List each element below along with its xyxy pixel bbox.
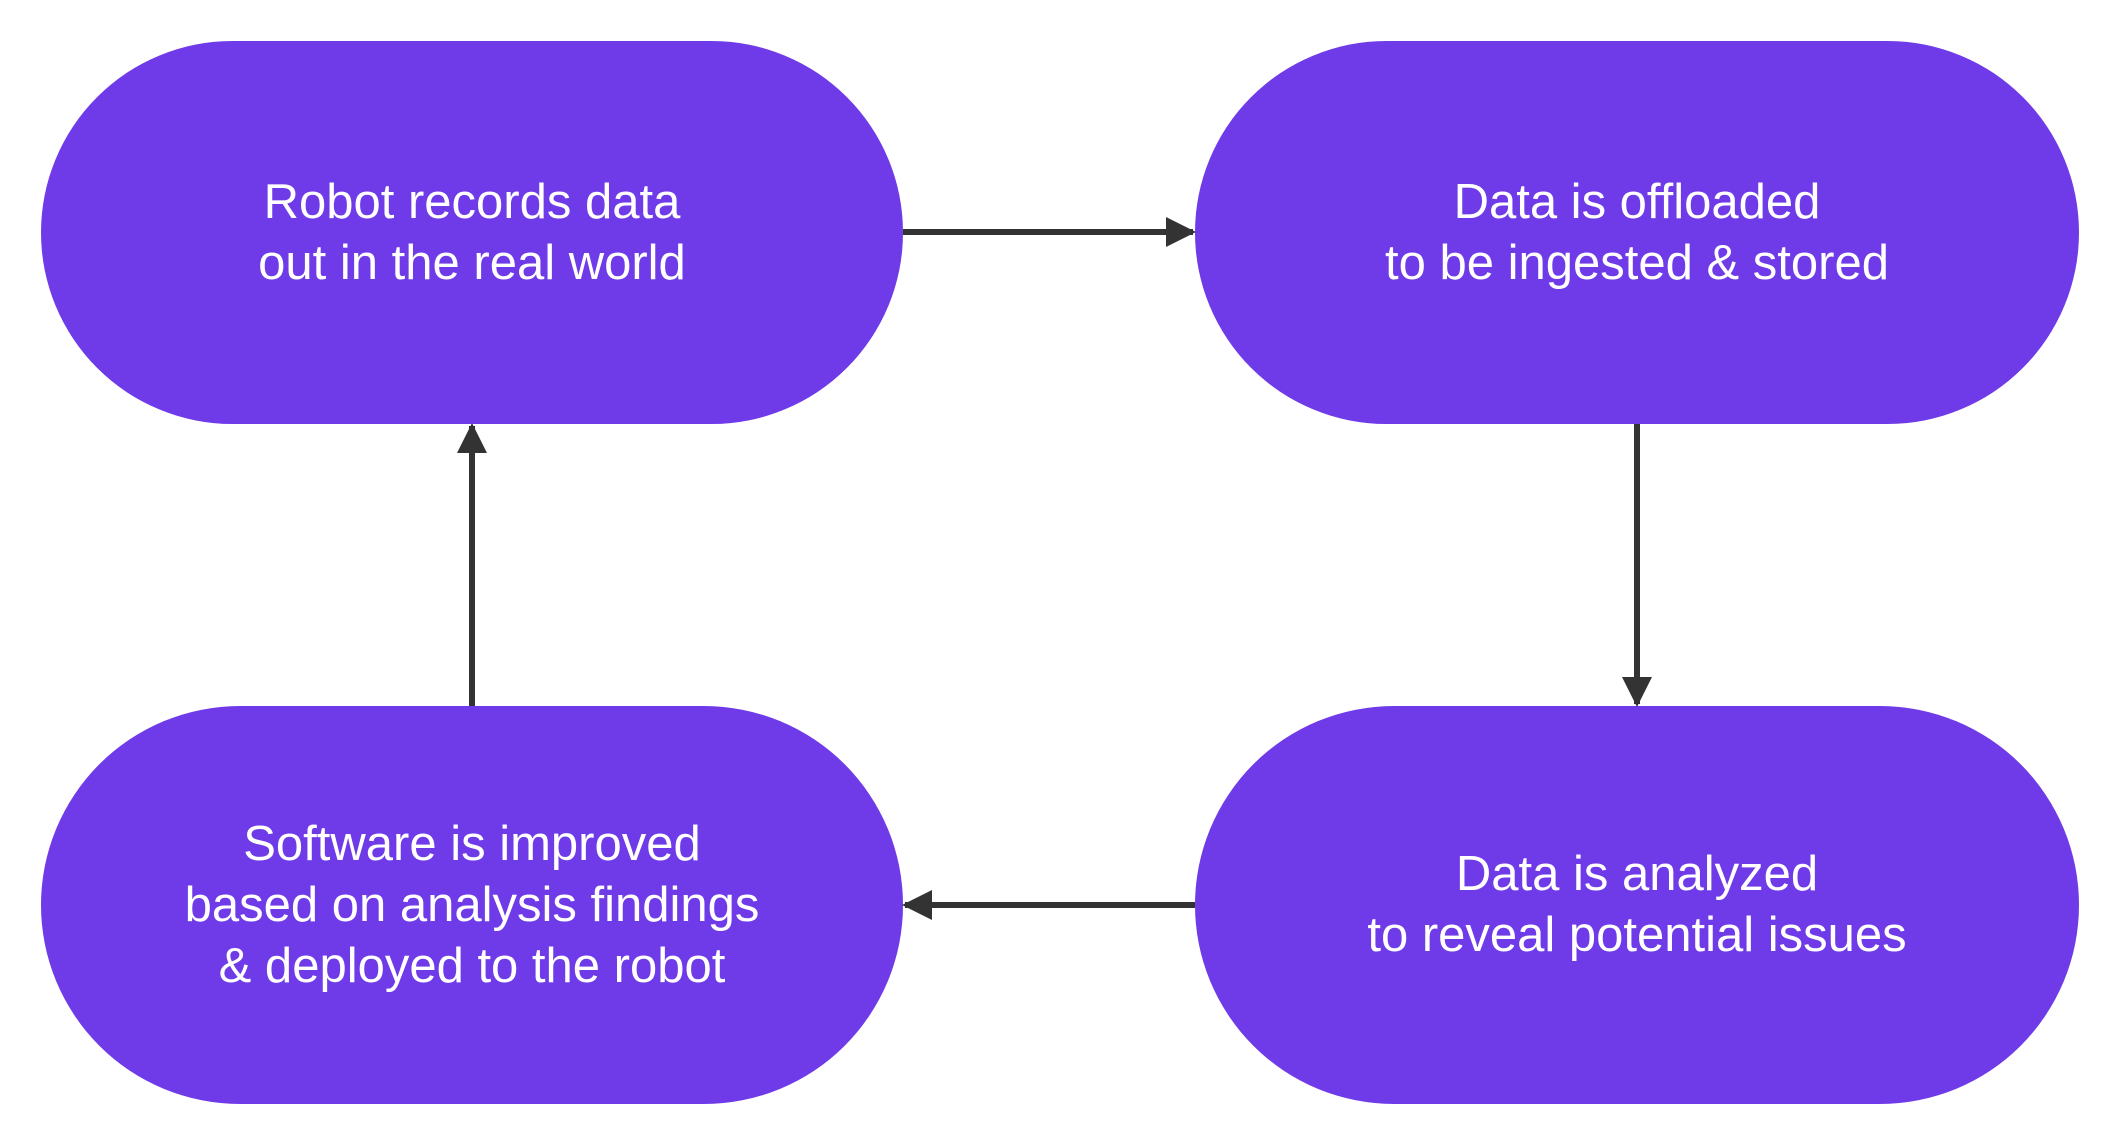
- node-label-analyze: Data is analyzed to reveal potential iss…: [1367, 847, 1907, 962]
- node-data-offloaded: Data is offloaded to be ingested & store…: [1195, 41, 2079, 424]
- node-label-improve: Software is improved based on analysis f…: [184, 816, 760, 993]
- node-robot-records-data: Robot records data out in the real world: [41, 41, 903, 424]
- node-label-offload: Data is offloaded to be ingested & store…: [1385, 174, 1889, 290]
- node-software-improved: Software is improved based on analysis f…: [41, 706, 903, 1104]
- node-data-analyzed: Data is analyzed to reveal potential iss…: [1195, 706, 2079, 1104]
- node-label-record: Robot records data out in the real world: [258, 174, 686, 290]
